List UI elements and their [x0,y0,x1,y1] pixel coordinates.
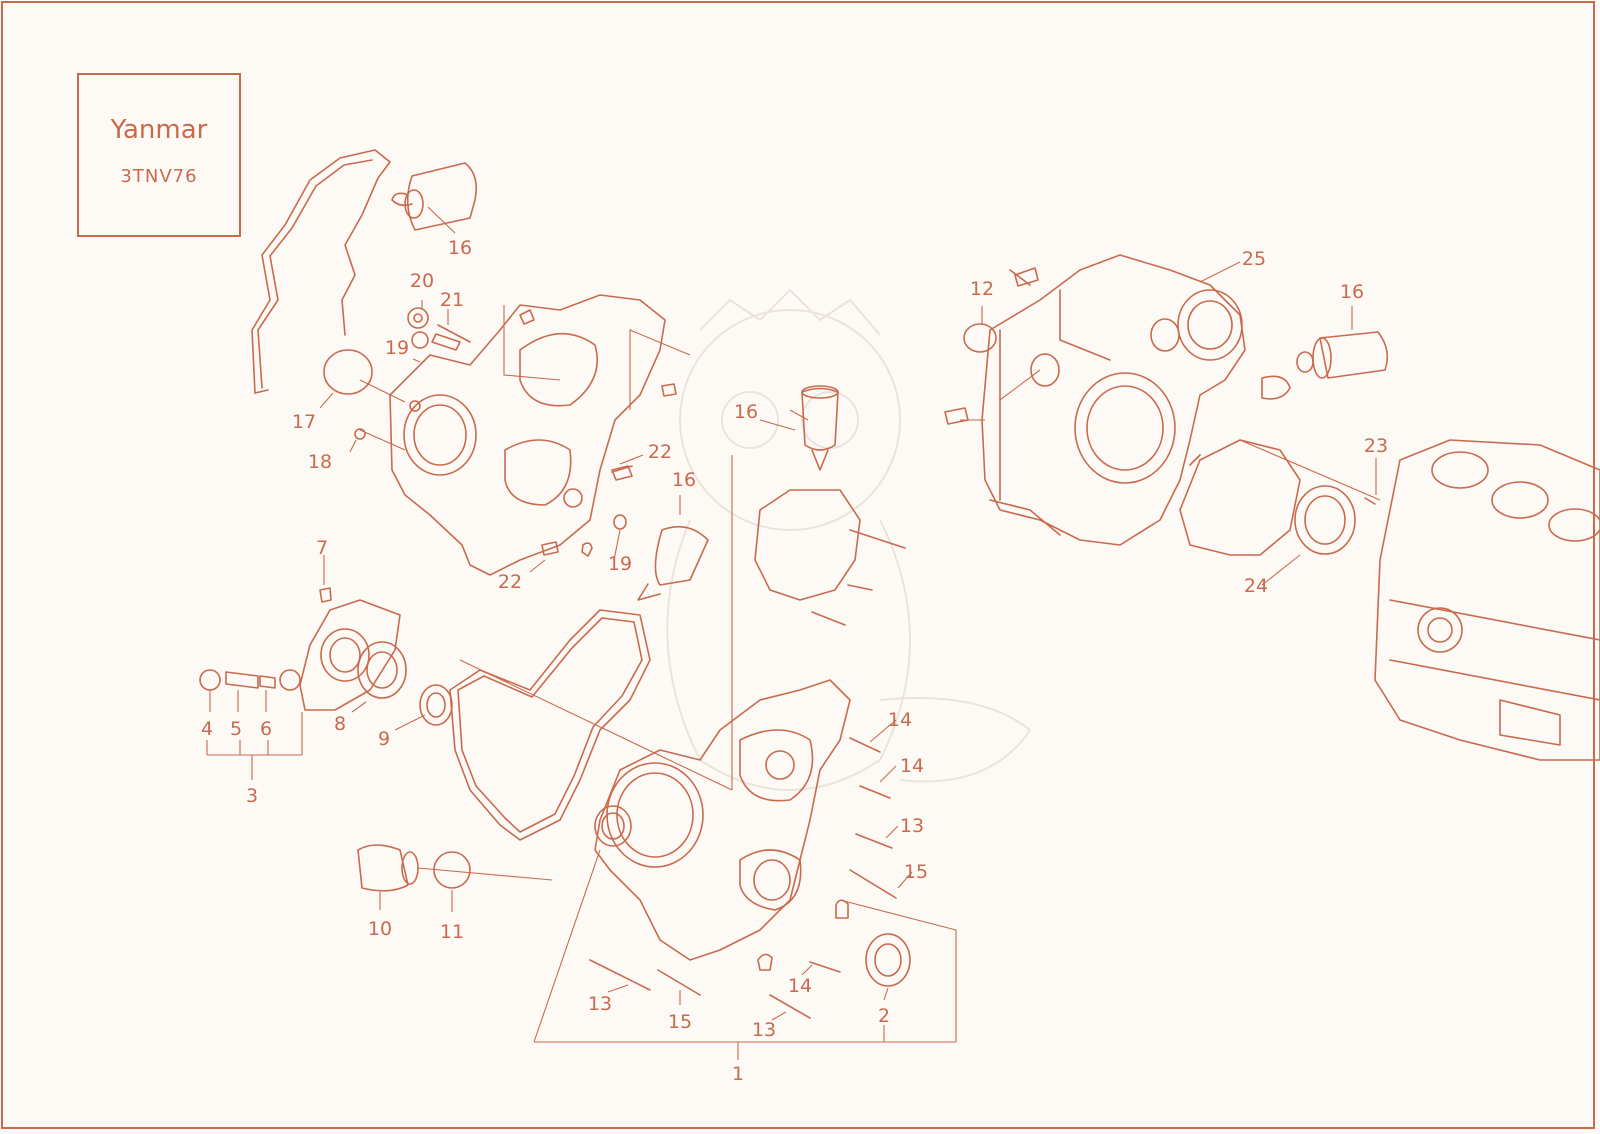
callout-18: 18 [308,451,332,473]
callout-16-b: 16 [734,401,758,423]
callout-13-a: 13 [900,815,924,837]
callout-12: 12 [970,278,994,300]
callout-9: 9 [378,728,390,750]
callout-17: 17 [292,411,316,433]
callout-14-b: 14 [900,755,924,777]
callout-15-b: 15 [668,1011,692,1033]
callout-16-d: 16 [1340,281,1364,303]
oil-pump [199,587,453,726]
callout-5: 5 [230,718,242,740]
leader-lines [206,206,1381,1060]
gear-case-rear [251,149,677,576]
callout-13-b: 13 [588,993,612,1015]
callout-19-a: 19 [385,337,409,359]
seals-and-fasteners [357,269,1376,1019]
callout-16-c: 16 [672,469,696,491]
callout-15-a: 15 [904,861,928,883]
sealant-cartridges [637,331,1389,601]
callout-6: 6 [260,718,272,740]
title-box: Yanmar 3TNV76 [77,73,241,237]
callout-11: 11 [440,921,464,943]
callout-10: 10 [368,918,392,940]
callout-4: 4 [201,718,213,740]
callout-23: 23 [1364,435,1388,457]
callout-7: 7 [316,537,328,559]
gear-case-cover [594,679,851,971]
callout-14-a: 14 [888,709,912,731]
callout-2: 2 [878,1005,890,1027]
callout-3: 3 [246,785,258,807]
callout-8: 8 [334,713,346,735]
callout-20: 20 [410,270,434,292]
callout-21: 21 [440,289,464,311]
callout-19-b: 19 [608,553,632,575]
callout-1: 1 [732,1063,744,1085]
callout-labels: 16 20 21 19 17 18 22 16 22 19 16 12 25 1… [201,237,1388,1085]
model-label: 3TNV76 [120,166,198,187]
callout-14-c: 14 [788,975,812,997]
callout-13-c: 13 [752,1019,776,1041]
flywheel-housing [944,254,1246,546]
watermark [666,288,1032,791]
callout-24: 24 [1244,575,1268,597]
callout-25: 25 [1242,248,1266,270]
brand-label: Yanmar [110,115,208,145]
engine-block [1374,439,1600,761]
gaskets [449,375,1301,841]
callout-22-b: 22 [498,571,522,593]
callout-22-a: 22 [648,441,672,463]
callout-16-a: 16 [448,237,472,259]
